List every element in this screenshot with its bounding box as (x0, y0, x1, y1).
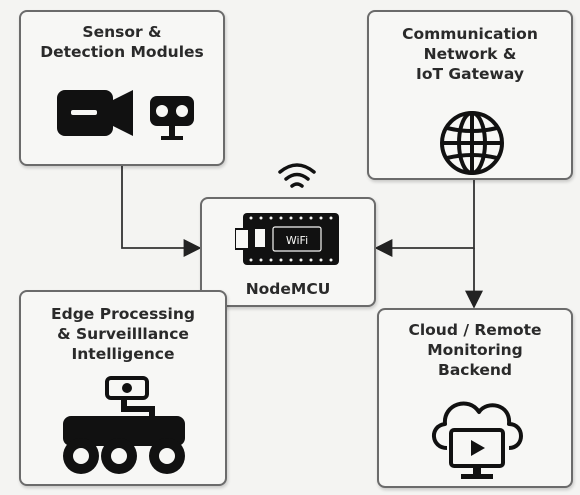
sensor-detection-label: Sensor & Detection Modules (40, 23, 204, 61)
sensor-detection-node: Sensor & Detection Modules (19, 10, 225, 166)
cloud-backend-node: Cloud / Remote Monitoring Backend (377, 308, 573, 488)
edge-sensor-to-nodemcu (121, 166, 202, 257)
edge-processing-label: Edge Processing & Surveilllance Intellig… (51, 305, 195, 363)
edge-network-to-nodemcu (374, 180, 475, 257)
communication-network-node: Communication Network & IoT Gateway (367, 10, 573, 180)
nodemcu-label: NodeMCU (245, 280, 331, 298)
globe-icon (440, 111, 504, 175)
wifi-signal-icon (278, 163, 316, 188)
robot-eyes-icon (150, 96, 194, 140)
cloud-backend-label: Cloud / Remote Monitoring Backend (408, 321, 542, 379)
communication-network-label: Communication Network & IoT Gateway (402, 25, 538, 83)
nodemcu-board-icon: WiFi (235, 213, 339, 265)
nodemcu-node: WiFi NodeMCU (200, 197, 376, 307)
surveillance-robot-icon (63, 376, 185, 474)
camera-icon (57, 90, 133, 136)
edge-processing-node: Edge Processing & Surveilllance Intellig… (19, 290, 227, 486)
cloud-monitor-icon (432, 401, 523, 479)
nodemcu-chip-text: WiFi (286, 234, 308, 247)
